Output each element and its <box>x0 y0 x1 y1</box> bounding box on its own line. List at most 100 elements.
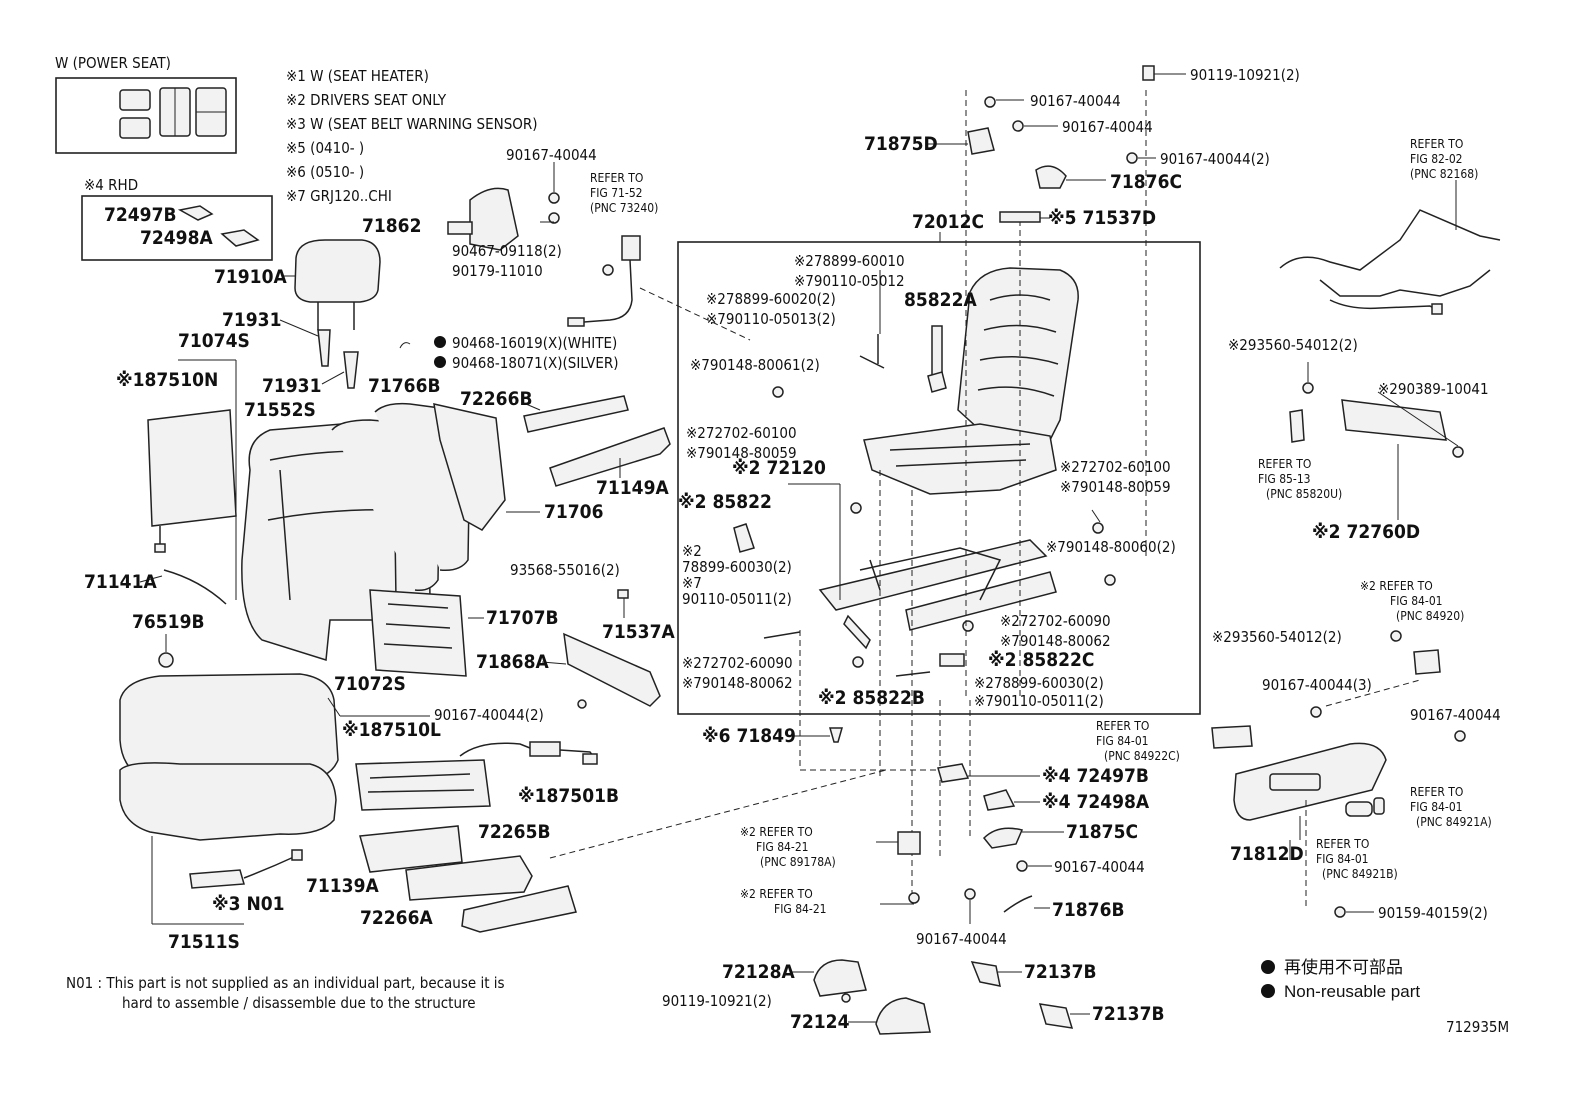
connector-icon <box>154 543 166 553</box>
label-90159: 90159-40159(2) <box>1378 904 1488 922</box>
label-90468-white: 90468-16019(X)(WHITE) <box>452 334 617 352</box>
legend-en: Non-reusable part <box>1284 982 1420 1001</box>
label-90148-80061: ※790148-80061(2) <box>690 356 820 374</box>
label-72265B: 72265B <box>478 821 551 843</box>
connector-icon <box>529 741 561 757</box>
label-78899-60020: ※278899-60020(2) <box>706 290 836 308</box>
label-72497B-b: ※4 72497B <box>1042 765 1149 787</box>
sensor-mat <box>147 409 237 527</box>
label-71141A: 71141A <box>84 571 157 593</box>
cushion-side-cover <box>405 855 533 901</box>
belt-buckle <box>621 235 641 261</box>
bolt-icon <box>962 620 974 632</box>
label-90119-top: 90119-10921(2) <box>1190 66 1300 84</box>
label-90119-bottom: 90119-10921(2) <box>662 992 772 1010</box>
label-71511S: 71511S <box>168 931 240 953</box>
label-71072S: 71072S <box>334 673 406 695</box>
clip-ring-icon <box>399 342 411 349</box>
clip-part-icon <box>177 205 214 221</box>
label-N01: ※3 N01 <box>212 893 285 915</box>
label-78899-60030-b: ※278899-60030(2) <box>974 674 1104 692</box>
label-pnc-84922C: (PNC 84922C) <box>1104 749 1180 763</box>
label-90167-d: 90167-40044 <box>1054 858 1145 876</box>
bolt-icon <box>1454 730 1466 742</box>
label-pnc-84920: (PNC 84920) <box>1396 609 1464 623</box>
switch-icon <box>1413 649 1441 675</box>
non-reusable-mark <box>434 336 446 348</box>
bracket-icon <box>982 827 1024 849</box>
bolt-icon <box>1092 522 1104 534</box>
screw-icon <box>548 192 560 204</box>
label-71149A: 71149A <box>596 477 669 499</box>
bolt-icon <box>1302 382 1314 394</box>
label-90110-05013: ※790110-05013(2) <box>706 310 836 328</box>
label-fig-84-01-d: FIG 84-01 <box>1316 852 1369 866</box>
seat-track-cover <box>549 427 671 487</box>
label-72012C: 72012C <box>912 211 984 233</box>
note-5: ※5 (0410- ) <box>286 139 364 157</box>
label-71876C: 71876C <box>1110 171 1182 193</box>
label-93568: 93568-55016(2) <box>510 561 620 579</box>
heater-element <box>189 869 245 889</box>
headrest <box>294 239 381 303</box>
label-71537D: ※5 71537D <box>1048 207 1156 229</box>
label-187510N: ※187510N <box>116 369 218 391</box>
sensor-icon <box>1289 409 1305 443</box>
label-71139A: 71139A <box>306 875 379 897</box>
seat-cushion-pad <box>119 762 337 841</box>
cover-icon <box>813 959 867 997</box>
heater-pad <box>369 589 467 677</box>
label-pnc-82168: (PNC 82168) <box>1410 167 1478 181</box>
label-93560-a: ※293560-54012(2) <box>1228 336 1358 354</box>
legend-jp: 再使用不可部品 <box>1284 957 1403 977</box>
power-seat-switch-icon <box>119 87 227 139</box>
bolt-icon <box>1390 630 1402 642</box>
label-pnc-85820U: (PNC 85820U) <box>1266 487 1342 501</box>
bolt-icon <box>1334 906 1346 918</box>
bolt-icon <box>1126 152 1138 164</box>
figure-number: 712935M <box>1446 1018 1509 1036</box>
seat-sensor-mat <box>355 759 491 811</box>
label-refer-to-c: ※2 REFER TO <box>740 887 813 901</box>
label-90167-40044-2: 90167-40044(2) <box>434 706 544 724</box>
cushion-side-cover <box>461 885 577 933</box>
label-72702-60090-a: ※272702-60090 <box>682 654 793 672</box>
label-71537A: 71537A <box>602 621 675 643</box>
bracket-icon <box>1035 165 1067 189</box>
label-90167-c: 90167-40044 <box>1062 118 1153 136</box>
bracket-icon <box>967 127 995 155</box>
label-refer-to-b: ※2 REFER TO <box>740 825 813 839</box>
bolt-icon <box>964 888 976 900</box>
connector-icon <box>897 831 921 855</box>
notes-block: ※1 W (SEAT HEATER) ※2 DRIVERS SEAT ONLY … <box>286 67 538 205</box>
bolt-icon <box>1012 120 1024 132</box>
label-90148-80060: ※790148-80060(2) <box>1046 538 1176 556</box>
knob-icon <box>1373 797 1385 815</box>
wire-harness <box>1279 209 1501 271</box>
label-90467: 90467-09118(2) <box>452 242 562 260</box>
power-seat-switch-box <box>55 77 237 154</box>
seat-rail <box>905 571 1057 631</box>
label-72760D: ※2 72760D <box>1312 521 1420 543</box>
label-71875D: 71875D <box>864 133 938 155</box>
label-72137B-a: 72137B <box>1024 961 1097 983</box>
label-fig-84-01-a: FIG 84-01 <box>1390 594 1443 608</box>
headrest-guide <box>343 351 359 389</box>
label-90167-b: 90167-40044 <box>1030 92 1121 110</box>
label-90167-3: 90167-40044(3) <box>1262 676 1372 694</box>
label-72497B: 72497B <box>104 204 177 226</box>
label-78899-60030: 78899-60030(2) <box>682 558 792 576</box>
recliner-cover <box>469 187 519 251</box>
label-refer-to-i: REFER TO <box>1316 837 1369 851</box>
label-note7: ※7 <box>682 574 702 592</box>
clip-part-icon <box>983 789 1016 811</box>
label-refer-to: REFER TO <box>590 171 643 185</box>
shim-icon <box>999 211 1041 223</box>
label-pnc-84921A: (PNC 84921A) <box>1416 815 1492 829</box>
label-72124: 72124 <box>790 1011 850 1033</box>
label-pnc-84921B: (PNC 84921B) <box>1322 867 1398 881</box>
bolt-icon <box>850 502 862 514</box>
bolt-icon <box>852 656 864 668</box>
label-fig-84-21-b: FIG 84-21 <box>774 902 827 916</box>
